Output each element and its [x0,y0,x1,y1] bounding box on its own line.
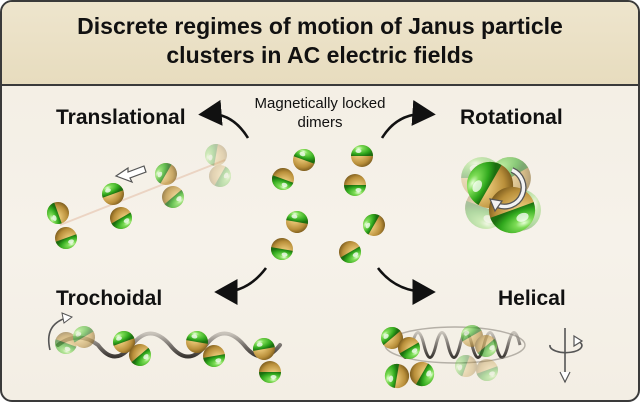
center-dimer-4 [334,209,390,268]
center-dimer-3 [269,209,310,262]
translational-dimer-3 [150,158,189,213]
center-label-line-1: Magnetically locked [255,95,386,112]
trochoid-rotation-arrow [47,317,67,351]
translation-path [59,159,226,226]
curved-rotation-arrow-icon [489,198,504,213]
title-line-1: Discrete regimes of motion of Janus part… [77,13,563,39]
trochoidal-dimer-1 [51,321,100,358]
center-label-line-2: dimers [297,114,342,131]
trochoid-path [56,331,282,359]
translational-label: Translational [56,106,186,129]
helical-label: Helical [498,287,566,310]
figure-title: Discrete regimes of motion of Janus part… [2,12,638,70]
center-dimer-1 [268,145,319,194]
trochoidal-label: Trochoidal [56,287,162,310]
arrow-to-translational [198,99,250,139]
arrow-to-rotational [380,99,436,139]
open-arrow-icon [114,165,147,184]
rotation-axis-icon [549,328,584,384]
arrow-to-helical [376,267,436,305]
rotation-arrowhead-icon [61,312,74,324]
trochoidal-dimer-4 [251,336,281,383]
title-bar: Discrete regimes of motion of Janus part… [2,2,638,86]
arrow-to-trochoidal [214,267,268,305]
center-dimer-2 [344,145,373,196]
rotational-cluster [458,149,542,240]
title-line-2: clusters in AC electric fields [166,42,474,68]
translational-dimer-1 [43,198,81,253]
rotational-label: Rotational [460,106,563,129]
